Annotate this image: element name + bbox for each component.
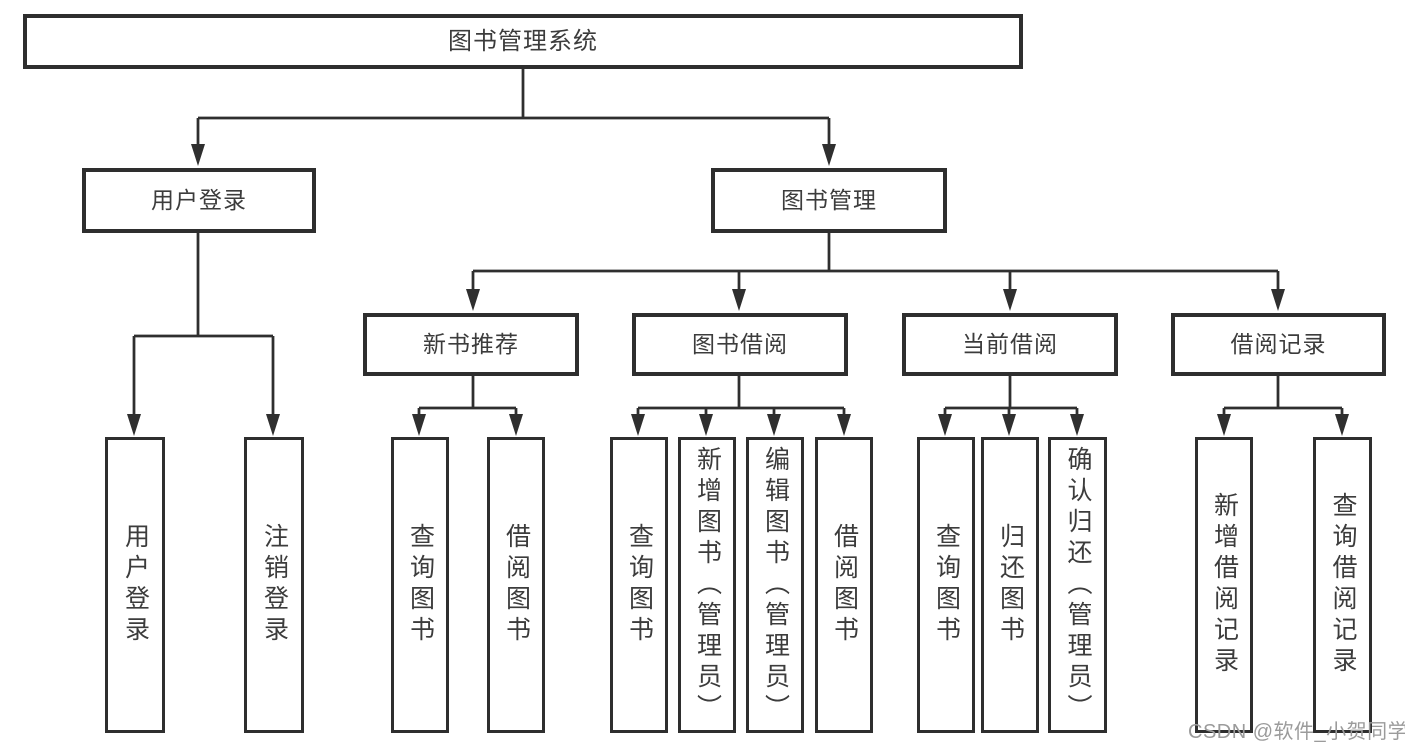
node-leaf-query-books-borrow: 查询图书 bbox=[610, 437, 668, 733]
node-leaf-user-login: 用户登录 bbox=[105, 437, 165, 733]
node-leaf-query-books-current: 查询图书 bbox=[917, 437, 975, 733]
csdn-watermark: CSDN @软件_小贺同学 bbox=[1188, 721, 1405, 743]
node-leaf-confirm-return-admin: 确认归还（管理员） bbox=[1048, 437, 1107, 733]
node-leaf-add-borrow-record: 新增借阅记录 bbox=[1195, 437, 1253, 733]
arrowheads bbox=[127, 144, 1349, 436]
node-leaf-query-books-rec: 查询图书 bbox=[391, 437, 449, 733]
node-leaf-borrow-books-rec: 借阅图书 bbox=[487, 437, 545, 733]
node-borrowing-records: 借阅记录 bbox=[1171, 313, 1386, 376]
node-new-book-recommendation: 新书推荐 bbox=[363, 313, 579, 376]
node-leaf-borrow-books: 借阅图书 bbox=[815, 437, 873, 733]
node-leaf-add-books-admin: 新增图书（管理员） bbox=[678, 437, 736, 733]
node-library-management-system: 图书管理系统 bbox=[23, 14, 1023, 69]
node-leaf-logout: 注销登录 bbox=[244, 437, 304, 733]
node-book-management: 图书管理 bbox=[711, 168, 947, 233]
node-leaf-return-books: 归还图书 bbox=[981, 437, 1039, 733]
node-user-login: 用户登录 bbox=[82, 168, 316, 233]
node-leaf-query-borrow-record: 查询借阅记录 bbox=[1313, 437, 1372, 733]
node-book-borrowing: 图书借阅 bbox=[632, 313, 848, 376]
node-leaf-edit-books-admin: 编辑图书（管理员） bbox=[746, 437, 804, 733]
node-current-borrowing: 当前借阅 bbox=[902, 313, 1118, 376]
